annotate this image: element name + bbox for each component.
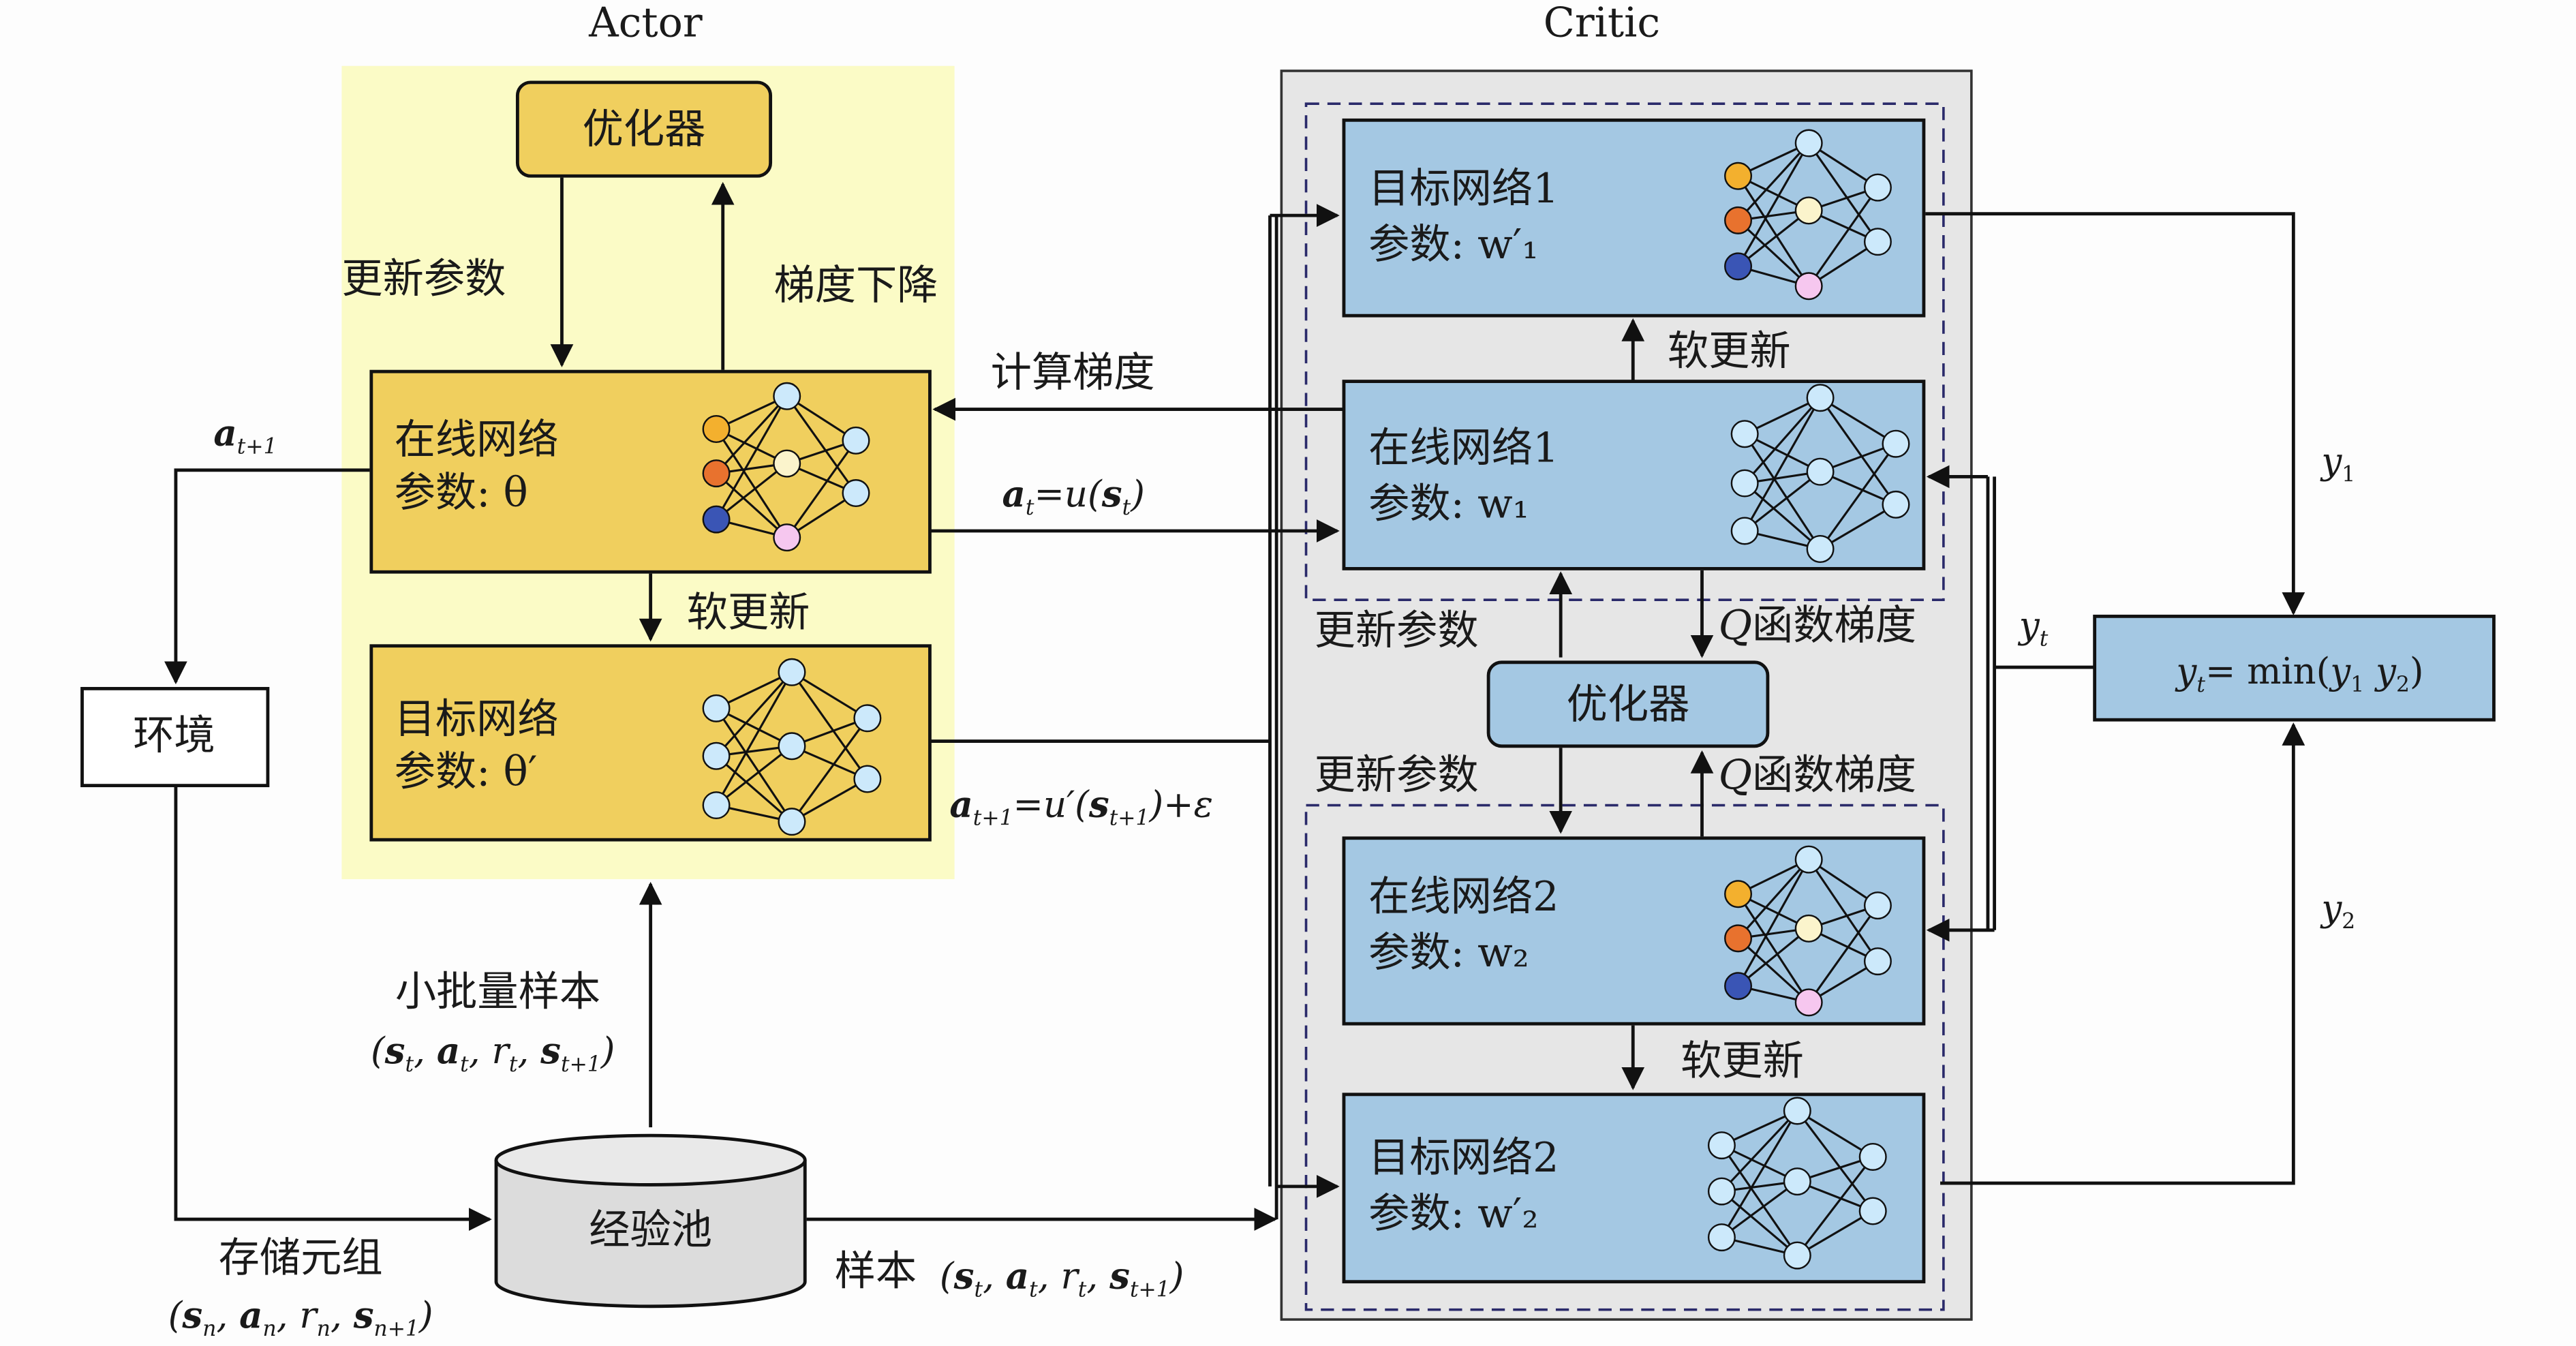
sample-label: 样本 xyxy=(835,1247,917,1295)
critic-soft-update-2: 软更新 xyxy=(1681,1037,1804,1085)
actor-target-param: 参数: θ′ xyxy=(395,748,538,796)
actor-online-param: 参数: θ xyxy=(395,469,528,517)
actor-optimizer-label: 优化器 xyxy=(583,106,706,153)
critic-group-2 xyxy=(1304,804,1945,1311)
critic-online1-box xyxy=(1342,380,1926,570)
actor-update-params: 更新参数 xyxy=(341,255,506,303)
critic-online2-box xyxy=(1342,836,1926,1026)
replay-pool-cylinder xyxy=(494,1133,807,1309)
critic-title: Critic xyxy=(1544,0,1660,46)
critic-target1-nn-icon xyxy=(1724,129,1892,301)
critic-update-params-1: 更新参数 xyxy=(1315,607,1479,654)
critic-target1-name: 目标网络1 xyxy=(1368,165,1559,213)
minibatch-tuple: (st, at, rt, st+1) xyxy=(371,1029,615,1077)
critic-online2-nn-icon xyxy=(1724,845,1892,1017)
actor-online-name: 在线网络 xyxy=(395,416,559,464)
critic-target2-box xyxy=(1342,1092,1926,1284)
label-y1: y1 xyxy=(2320,440,2355,487)
actor-grad-descent: 梯度下降 xyxy=(773,262,938,309)
label-y2: y2 xyxy=(2320,887,2355,934)
min-box-label: yt= min(y1 y2) xyxy=(2175,650,2423,697)
critic-update-params-2: 更新参数 xyxy=(1315,751,1479,799)
store-tuple-label: 存储元组 xyxy=(219,1234,383,1282)
actor-title: Actor xyxy=(588,0,703,46)
replay-pool-label: 经验池 xyxy=(589,1206,712,1254)
label-a-t: at=u(st) xyxy=(1002,472,1145,520)
critic-target1-param: 参数: w′₁ xyxy=(1368,221,1538,269)
critic-online1-nn-icon xyxy=(1730,384,1910,563)
critic-target1-box xyxy=(1342,118,1926,318)
critic-q-grad-2: Q函数梯度 xyxy=(1719,751,1916,799)
critic-online2-param: 参数: w₂ xyxy=(1368,929,1529,977)
critic-q-grad-1: Q函数梯度 xyxy=(1719,602,1916,649)
critic-online1-param: 参数: w₁ xyxy=(1368,480,1529,528)
store-tuple-values: (sn, an, rn, sn+1) xyxy=(168,1294,433,1341)
critic-optimizer-box xyxy=(1486,660,1770,748)
label-yt: yt xyxy=(2018,605,2049,652)
critic-soft-update-1: 软更新 xyxy=(1668,327,1791,375)
actor-online-nn-icon xyxy=(702,382,870,552)
actor-target-name: 目标网络 xyxy=(395,695,559,743)
env-box xyxy=(80,686,270,788)
sample-tuple: (st, at, rt, st+1) xyxy=(940,1254,1184,1302)
min-box xyxy=(2093,614,2496,722)
critic-target2-param: 参数: w′₂ xyxy=(1368,1190,1538,1238)
actor-soft-update: 软更新 xyxy=(687,589,810,637)
label-a-t1-env: at+1 xyxy=(213,412,277,459)
actor-target-nn-icon xyxy=(702,658,882,836)
actor-optimizer-box xyxy=(515,80,773,178)
minibatch-label: 小批量样本 xyxy=(395,968,600,1016)
actor-target-box xyxy=(369,644,932,842)
critic-online1-name: 在线网络1 xyxy=(1368,425,1559,472)
env-label: 环境 xyxy=(133,712,215,760)
critic-optimizer-label: 优化器 xyxy=(1567,681,1690,729)
label-a-t1: at+1=u′(st+1)+ε xyxy=(949,782,1213,830)
actor-online-box xyxy=(369,369,932,574)
critic-online2-name: 在线网络2 xyxy=(1368,873,1559,921)
critic-target2-nn-icon xyxy=(1707,1097,1887,1270)
critic-target2-name: 目标网络2 xyxy=(1368,1134,1559,1182)
compute-grad-label: 计算梯度 xyxy=(991,349,1155,397)
